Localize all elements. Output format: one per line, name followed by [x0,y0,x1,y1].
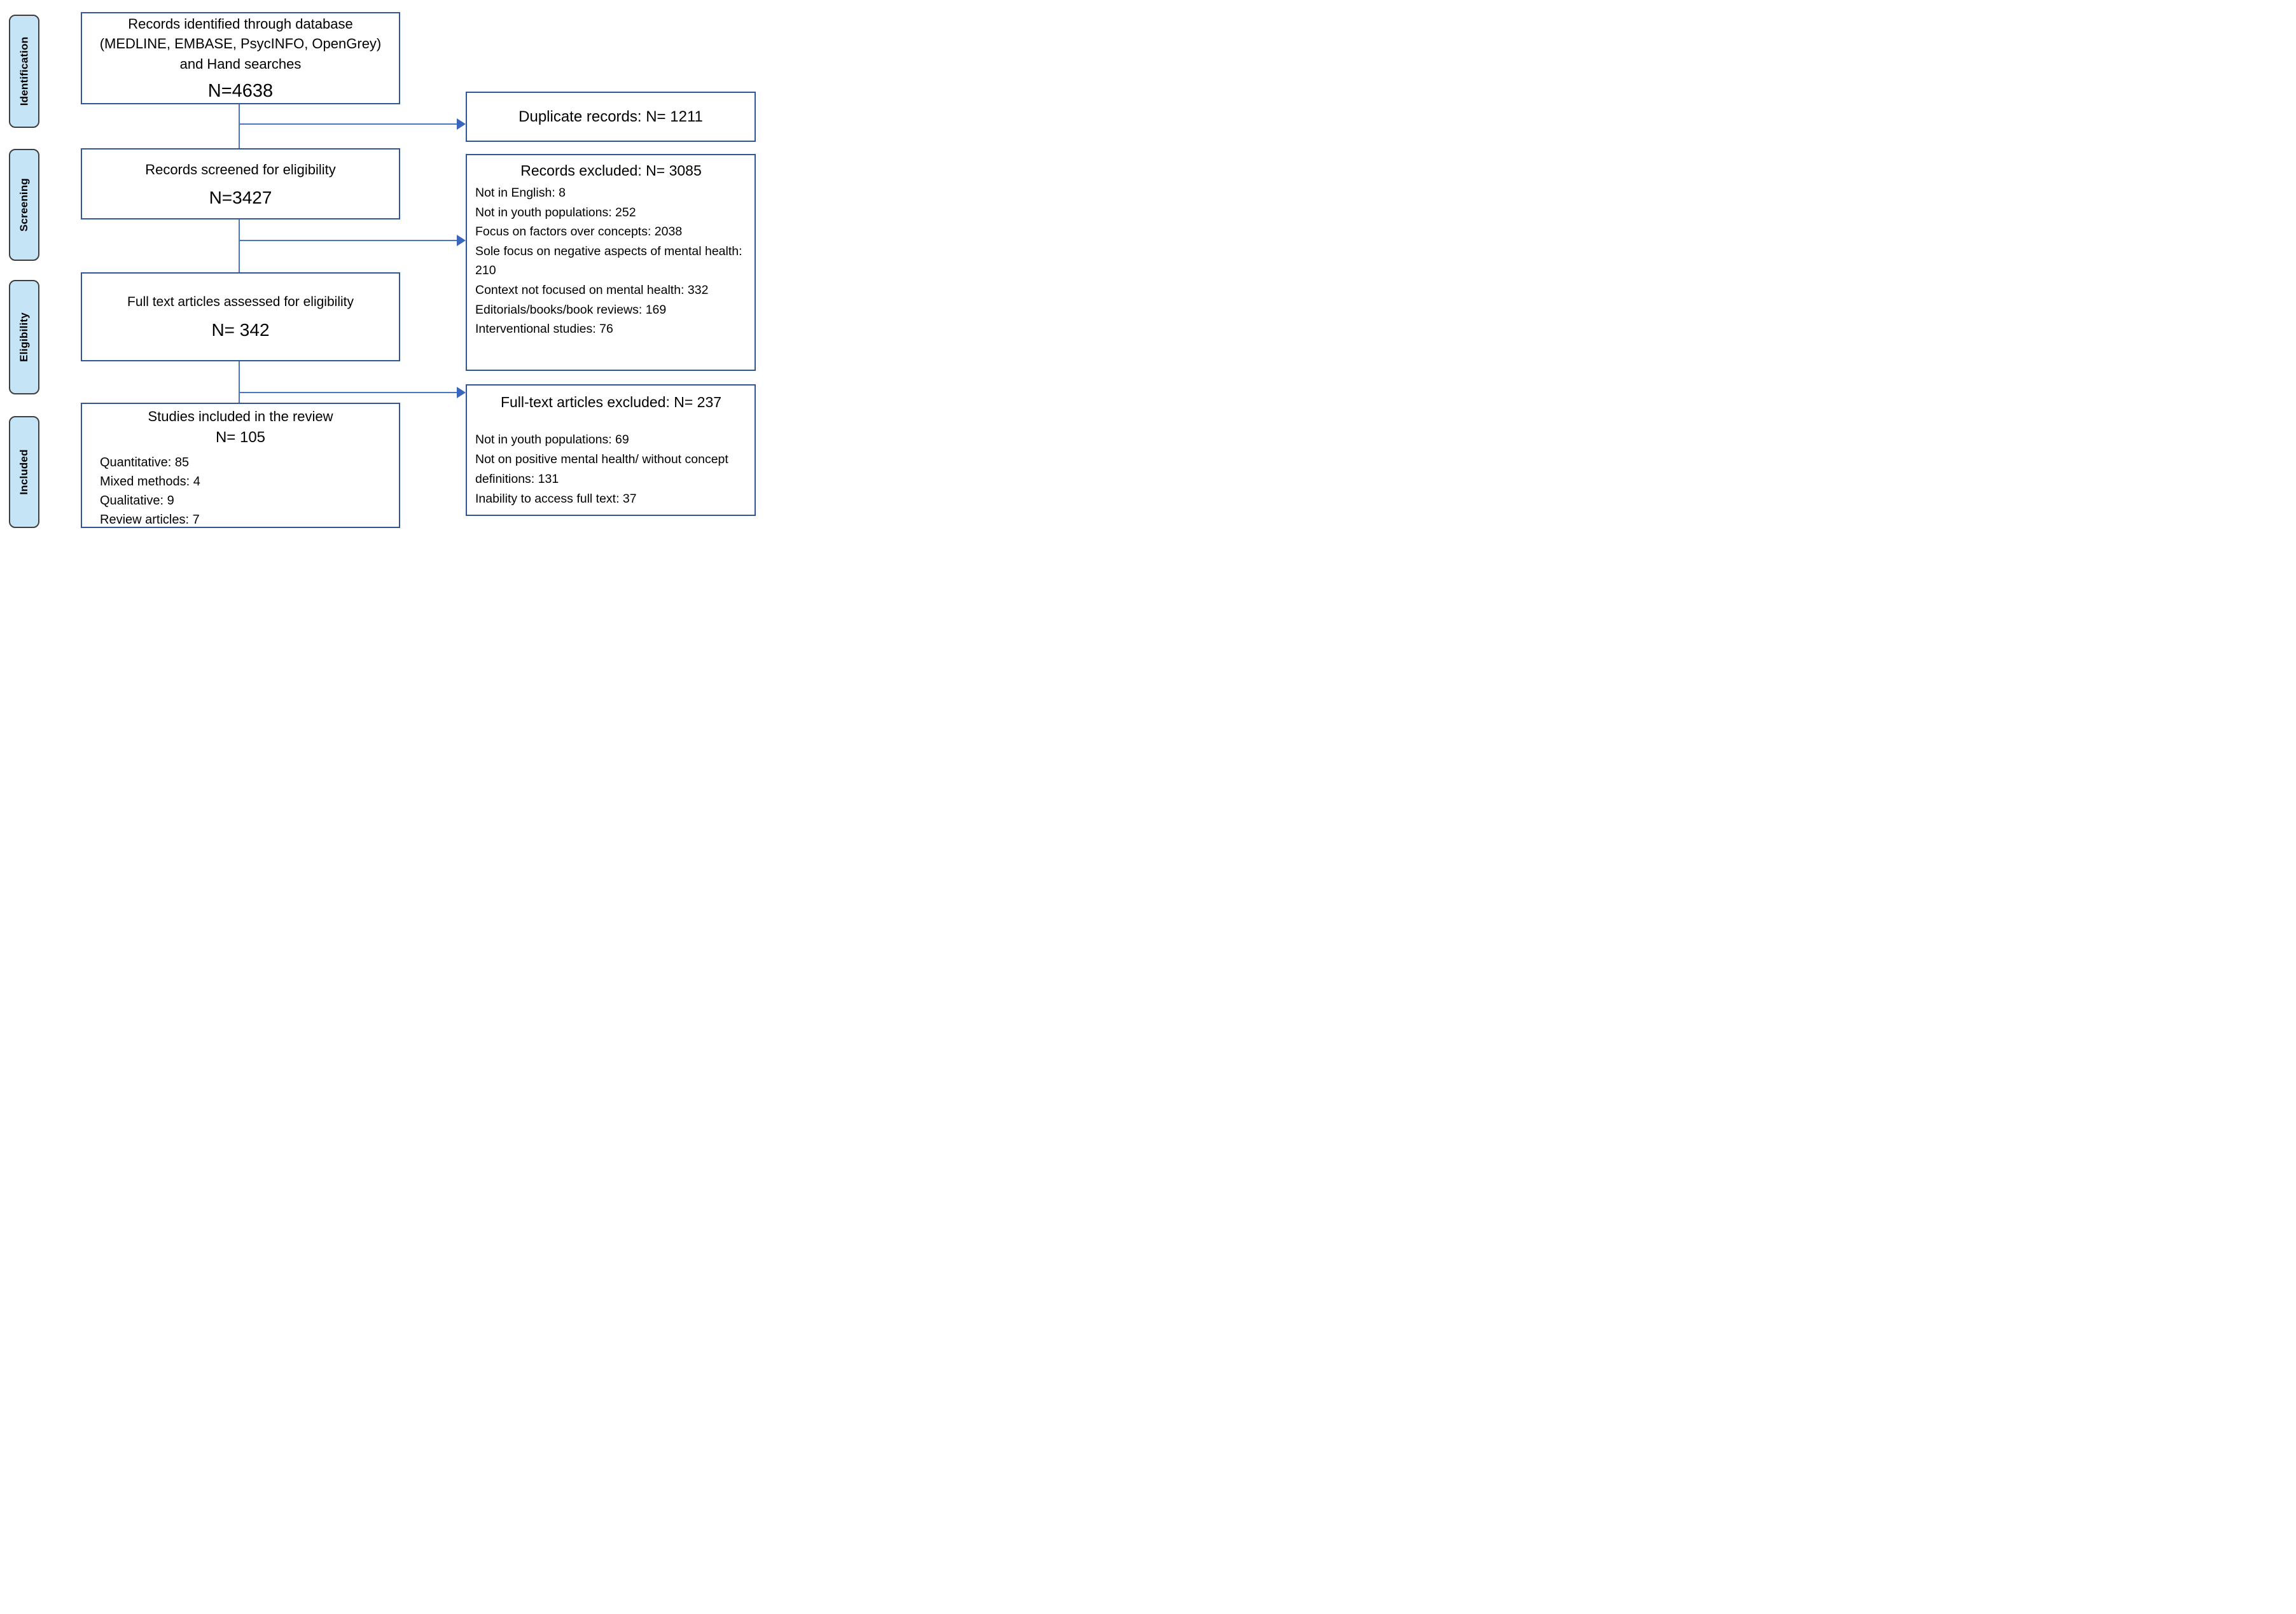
box-title-line: Records screened for eligibility [145,161,336,177]
detail-line: Editorials/books/book reviews: 169 [475,302,667,317]
detail-line: Not on positive mental health/ without c… [475,452,728,487]
box-records-excluded: Records excluded: N= 3085 Not in English… [466,154,756,371]
stage-label-text: Eligibility [18,312,31,362]
box-duplicate-records: Duplicate records: N= 1211 [466,92,756,142]
stage-label-included: Included [9,416,39,528]
connector-to-records-excluded [239,240,457,241]
side-box-heading: Records excluded: N= 3085 [520,162,702,179]
connector-assessed-to-included [239,361,240,403]
exclusion-reasons: Not in youth populations: 69 Not on posi… [475,430,747,510]
detail-line: Not in youth populations: 69 [475,432,629,447]
box-fulltext-excluded: Full-text articles excluded: N= 237 Not … [466,384,756,516]
box-records-identified: Records identified through database (MED… [81,12,400,104]
connector-identified-to-screened [239,104,240,148]
connector-to-fulltext-excluded [239,392,457,393]
stage-label-text: Identification [18,36,31,106]
box-title-line: (MEDLINE, EMBASE, PsycINFO, OpenGrey) [99,36,382,52]
detail-line: Not in youth populations: 252 [475,205,636,219]
side-box-heading: Full-text articles excluded: N= 237 [500,394,722,410]
stage-label-identification: Identification [9,15,39,128]
detail-line: Focus on factors over concepts: 2038 [475,225,683,239]
prisma-flow-diagram: Identification Screening Eligibility Inc… [0,0,765,538]
detail-line: Mixed methods: 4 [100,475,200,489]
box-n-count: N= 105 [215,428,266,446]
detail-line: Sole focus on negative aspects of mental… [475,244,742,278]
side-box-heading: Duplicate records: N= 1211 [518,108,703,125]
detail-line: Interventional studies: 76 [475,322,613,337]
detail-line: Inability to access full text: 37 [475,492,637,506]
stage-label-text: Screening [18,178,30,232]
arrow-right-icon [457,235,466,246]
stage-label-eligibility: Eligibility [9,280,39,394]
box-title-line: and Hand searches [179,55,302,72]
stage-label-screening: Screening [9,149,39,261]
arrow-right-icon [457,118,466,130]
box-records-screened: Records screened for eligibility N=3427 [81,148,400,219]
box-n-count: N= 342 [211,320,270,340]
box-title-line: Full text articles assessed for eligibil… [127,295,354,310]
stage-label-text: Included [18,449,30,495]
detail-line: Context not focused on mental health: 33… [475,282,709,297]
detail-line: Quantitative: 85 [100,456,190,470]
box-title-line: Records identified through database [128,16,353,32]
detail-line: Review articles: 7 [100,513,200,527]
connector-screened-to-assessed [239,219,240,272]
detail-line: Not in English: 8 [475,185,566,200]
exclusion-reasons: Not in English: 8 Not in youth populatio… [475,183,747,339]
included-studies-breakdown: Quantitative: 85 Mixed methods: 4 Qualit… [87,453,394,529]
connector-to-duplicates [239,123,457,125]
detail-line: Qualitative: 9 [100,494,174,508]
arrow-right-icon [457,387,466,398]
box-studies-included: Studies included in the review N= 105 Qu… [81,403,400,528]
box-n-count: N=3427 [209,187,272,207]
box-fulltext-assessed: Full text articles assessed for eligibil… [81,272,400,361]
box-title-line: Studies included in the review [148,408,333,424]
box-n-count: N=4638 [207,80,274,101]
